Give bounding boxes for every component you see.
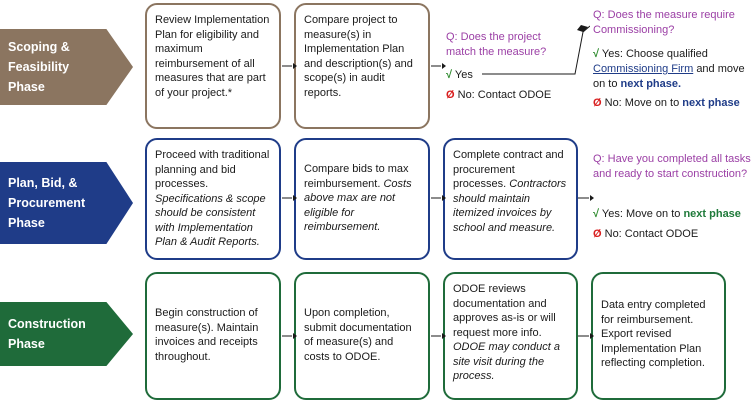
data-entry-box: Data entry completed for reimbursement. … — [591, 272, 726, 400]
phase-scoping: Scoping & Feasibility Phase — [0, 29, 133, 105]
commissioning-no: Ø No: Move on to next phase — [593, 97, 740, 109]
check-icon: √ — [593, 48, 600, 60]
phase-plan-bid: Plan, Bid, & Procurement Phase — [0, 162, 133, 244]
phase-construction: Construction Phase — [0, 302, 133, 366]
compare-bids-note: Costs above max are not eligible for rei… — [304, 177, 412, 234]
phase-label-line: Phase — [8, 80, 45, 94]
review-plan-box: Review Implementation Plan for eligibili… — [145, 3, 281, 129]
odoe-review-box: ODOE reviews documentation and approves … — [443, 272, 578, 400]
submit-docs-text: Upon completion, submit documentation of… — [304, 307, 412, 363]
project-match-no: Ø No: Contact ODOE — [446, 89, 552, 101]
compare-bids-text: Compare bids to max reimbursement. — [304, 163, 409, 190]
project-match-question: Q: Does the project match the measure? — [446, 31, 547, 58]
contract-text: Complete contract and procurement proces… — [453, 149, 564, 190]
compare-bids-box: Compare bids to max reimbursement. Costs… — [294, 138, 430, 260]
odoe-review-text: ODOE reviews documentation and approves … — [453, 283, 556, 339]
project-match-yes: √ Yes — [446, 69, 473, 81]
compare-project-text: Compare project to measure(s) in Impleme… — [304, 14, 413, 99]
phase-label-line: Construction — [8, 317, 86, 331]
commissioning-yes: √ Yes: Choose qualified Commissioning Fi… — [593, 48, 745, 90]
phase-label-line: Plan, Bid, & — [8, 176, 78, 190]
phase-label-line: Scoping & — [8, 40, 70, 54]
no-icon: Ø — [593, 228, 602, 240]
construction-ready-yes: √ Yes: Move on to next phase — [593, 208, 741, 220]
data-entry-text: Data entry completed for reimbursement. … — [601, 299, 706, 369]
begin-construction-text: Begin construction of measure(s). Mainta… — [155, 307, 259, 363]
construction-ready-no: Ø No: Contact ODOE — [593, 228, 699, 240]
phase-label-line: Phase — [8, 216, 45, 230]
commissioning-question: Q: Does the measure require Commissionin… — [593, 9, 735, 36]
phase-label-line: Phase — [8, 337, 45, 351]
begin-construction-box: Begin construction of measure(s). Mainta… — [145, 272, 281, 400]
check-icon: √ — [446, 69, 453, 81]
odoe-review-note: ODOE may conduct a site visit during the… — [453, 341, 560, 382]
phase-label-line: Procurement — [8, 196, 86, 210]
no-icon: Ø — [446, 89, 455, 101]
no-icon: Ø — [593, 97, 602, 109]
phase-label-line: Feasibility — [8, 60, 70, 74]
check-icon: √ — [593, 208, 600, 220]
planning-note: Specifications & scope should be consist… — [155, 192, 266, 249]
planning-box: Proceed with traditional planning and bi… — [145, 138, 281, 260]
contract-box: Complete contract and procurement proces… — [443, 138, 578, 260]
contract-note: Contractors should maintain itemized inv… — [453, 178, 567, 234]
commissioning-firm-link[interactable]: Commissioning Firm — [593, 63, 694, 75]
construction-ready-question: Q: Have you completed all tasks and read… — [593, 153, 751, 180]
yes-to-commissioning-arrow — [482, 25, 590, 75]
review-plan-text: Review Implementation Plan for eligibili… — [155, 14, 270, 99]
planning-text: Proceed with traditional planning and bi… — [155, 149, 270, 190]
